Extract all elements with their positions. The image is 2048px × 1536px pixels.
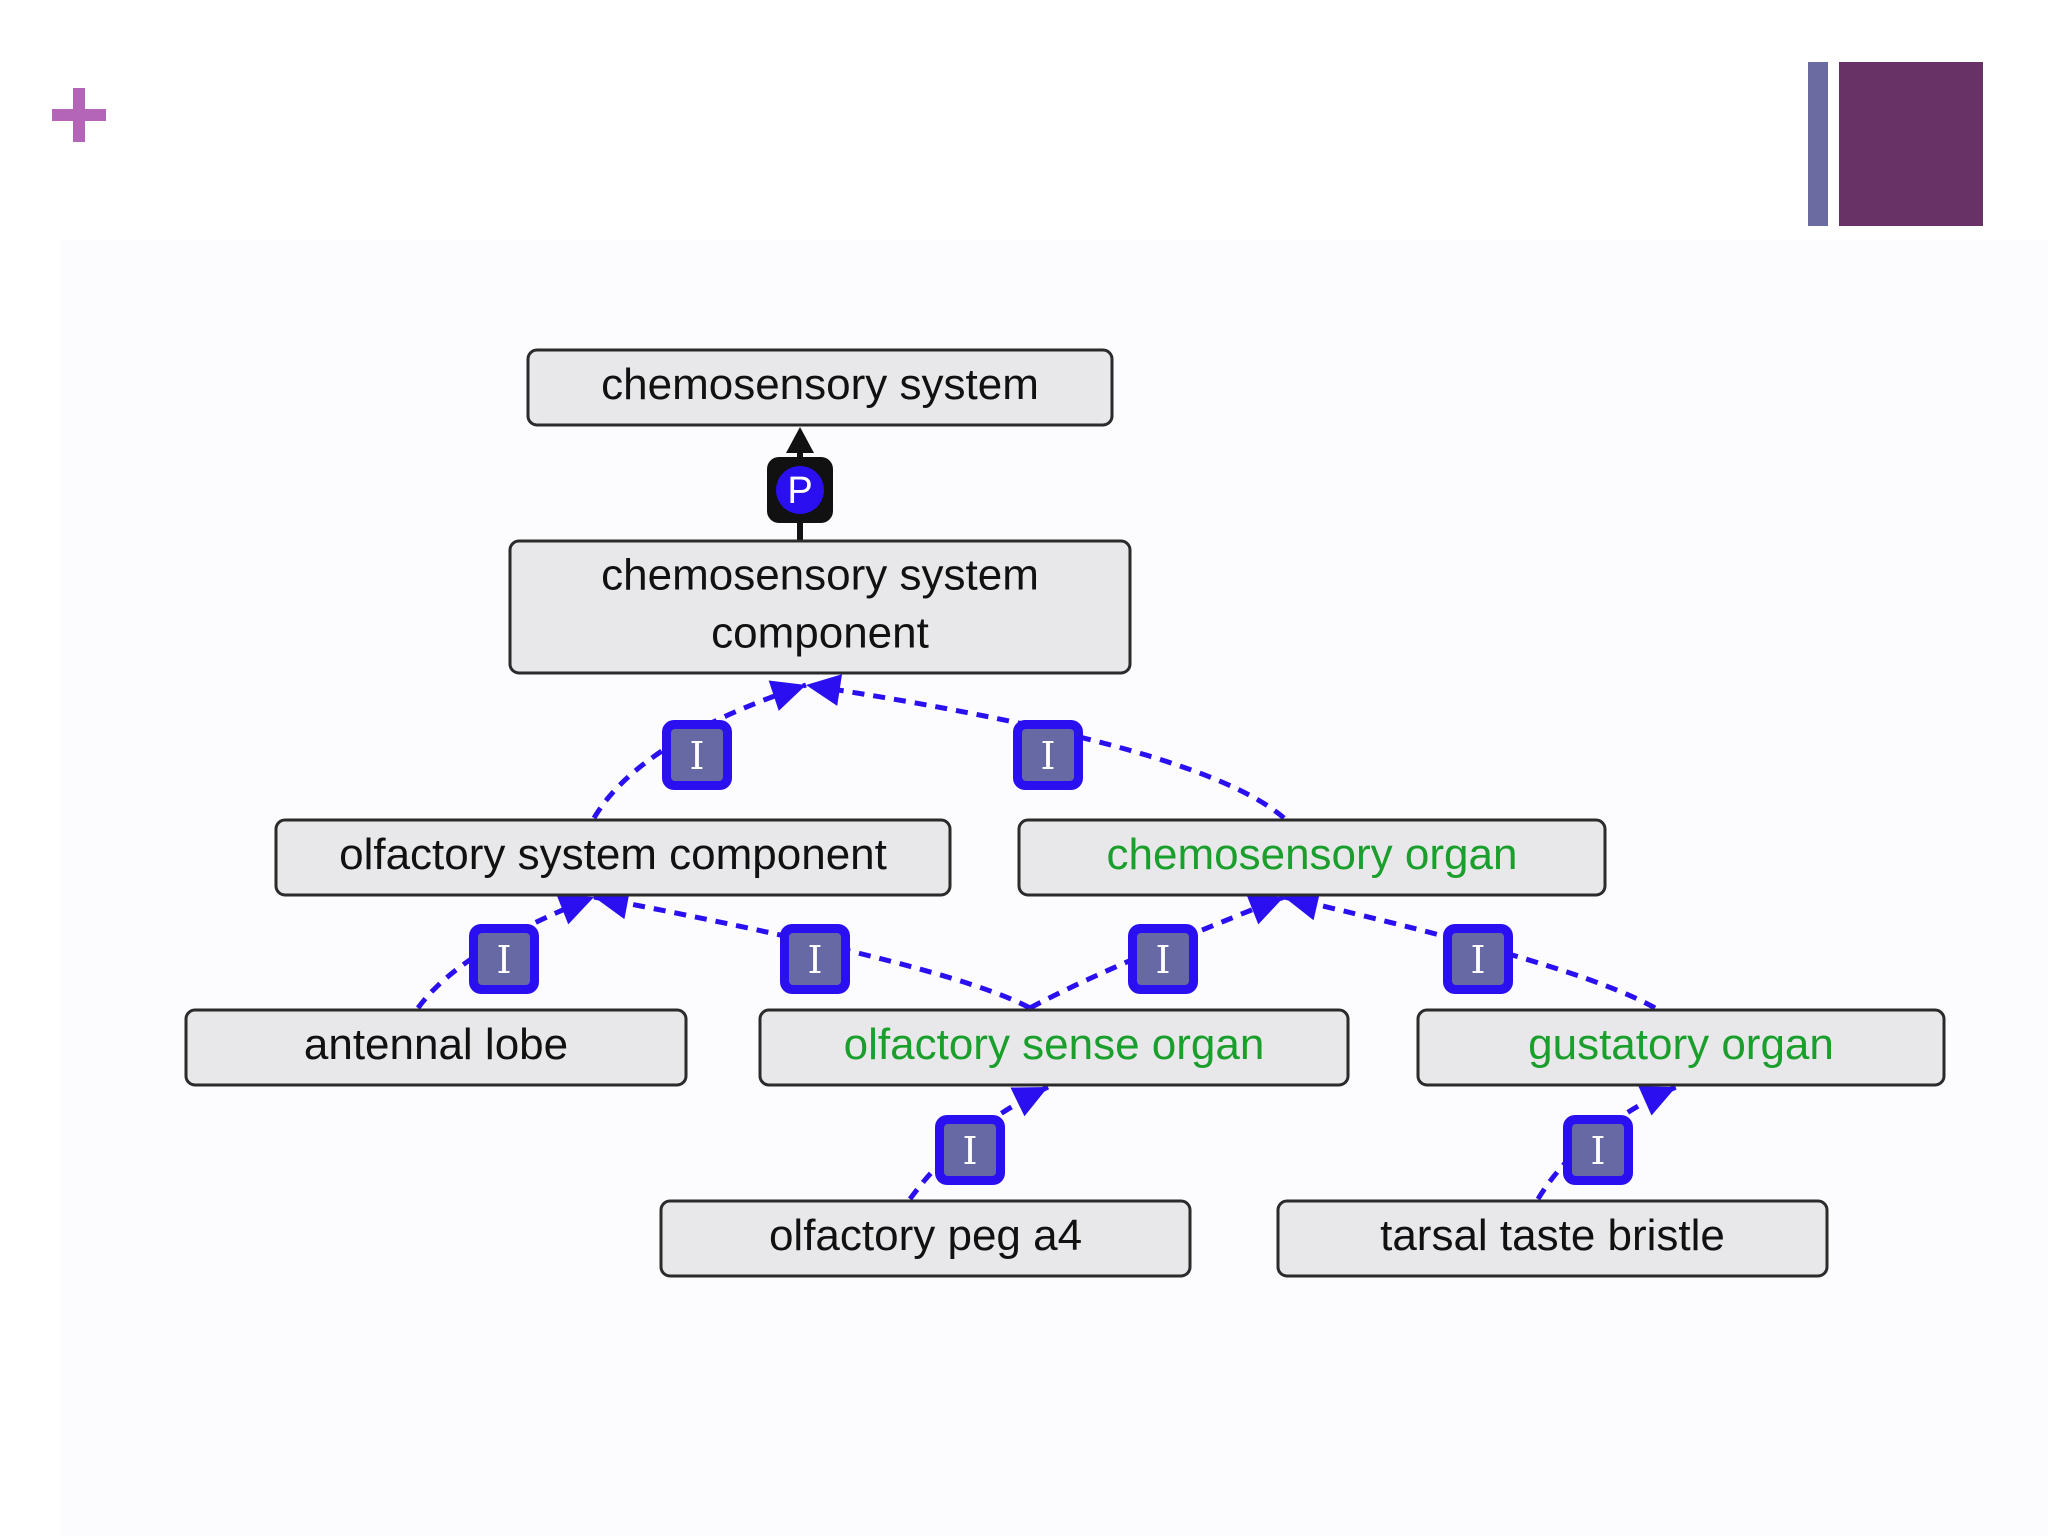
node-label: component: [711, 609, 929, 658]
is-a-badge: I: [780, 924, 850, 994]
badge-letter: I: [1470, 938, 1485, 982]
badge-disc: [776, 466, 824, 514]
node-box: [508, 539, 1132, 675]
node-box: [1416, 1008, 1946, 1087]
node-label: antennal lobe: [304, 1020, 568, 1069]
is-a-badge: I: [469, 924, 539, 994]
is-a-badge: I: [935, 1115, 1005, 1185]
node-chemosensory-system: chemosensory system: [526, 348, 1114, 427]
is-a-arrowhead: [556, 894, 594, 925]
badge-fill: [789, 933, 841, 985]
badge-fill: [1572, 1124, 1624, 1176]
is-a-badge: I: [662, 720, 732, 790]
node-olfactory-system-component: olfactory system component: [274, 818, 952, 897]
badge-fill: [478, 933, 530, 985]
node-olfactory-peg-a4: olfactory peg a4: [659, 1199, 1192, 1278]
part-of-arrowhead: [786, 427, 814, 453]
node-antennal-lobe: antennal lobe: [184, 1008, 688, 1087]
node-label: gustatory organ: [1528, 1020, 1834, 1069]
node-label: chemosensory organ: [1107, 830, 1518, 879]
badge-letter: I: [1040, 734, 1055, 778]
node-label: olfactory system component: [339, 830, 887, 879]
node-gustatory-organ: gustatory organ: [1416, 1008, 1946, 1087]
badge-letter: I: [689, 734, 704, 778]
is-a-arrowhead: [1010, 1087, 1048, 1117]
node-label: olfactory sense organ: [844, 1020, 1265, 1069]
node-tarsal-taste-bristle: tarsal taste bristle: [1276, 1199, 1829, 1278]
badge-fill: [671, 729, 723, 781]
is-a-badge: I: [1563, 1115, 1633, 1185]
is-a-arrowhead: [1638, 1086, 1676, 1116]
is-a-badge: I: [1128, 924, 1198, 994]
badge-fill: [1452, 933, 1504, 985]
badges-layer: P I I I I I I I I: [469, 457, 1633, 1185]
node-olfactory-sense-organ: olfactory sense organ: [758, 1008, 1350, 1087]
node-label: tarsal taste bristle: [1380, 1211, 1725, 1260]
badge-fill: [1022, 729, 1074, 781]
is-a-edge: [593, 894, 1032, 1011]
is-a-arrowhead: [768, 680, 806, 711]
badge-letter: I: [496, 938, 511, 982]
badge-letter: I: [1590, 1129, 1605, 1173]
badge-letter: P: [787, 470, 812, 512]
node-box: [659, 1199, 1192, 1278]
is-a-arrowhead: [1284, 889, 1321, 921]
node-label: chemosensory system: [601, 360, 1039, 409]
is-a-badge: I: [1013, 720, 1083, 790]
node-box: [184, 1008, 688, 1087]
nodes-layer: chemosensory system chemosensory system co…: [184, 348, 1946, 1278]
node-box: [1276, 1199, 1829, 1278]
corner-decoration-square: [1839, 62, 1983, 226]
badge-letter: I: [1155, 938, 1170, 982]
badge-fill: [1137, 933, 1189, 985]
is-a-edge: [1283, 894, 1657, 1011]
corner-decoration-bar: [1808, 62, 1828, 226]
node-box: [1017, 818, 1607, 897]
node-chemosensory-system-component: chemosensory system component: [508, 539, 1132, 675]
is-a-arrowhead: [1246, 894, 1284, 925]
part-of-badge: P: [767, 457, 833, 523]
plus-icon: [52, 88, 106, 142]
badge-letter: I: [807, 938, 822, 982]
node-box: [274, 818, 952, 897]
node-label: chemosensory system: [601, 551, 1039, 600]
is-a-badge: I: [1443, 924, 1513, 994]
node-chemosensory-organ: chemosensory organ: [1017, 818, 1607, 897]
is-a-edge: [805, 682, 1286, 820]
node-box: [526, 348, 1114, 427]
badge-letter: I: [962, 1129, 977, 1173]
is-a-arrowhead: [806, 674, 843, 706]
node-label: olfactory peg a4: [769, 1211, 1082, 1260]
node-box: [758, 1008, 1350, 1087]
badge-fill: [944, 1124, 996, 1176]
